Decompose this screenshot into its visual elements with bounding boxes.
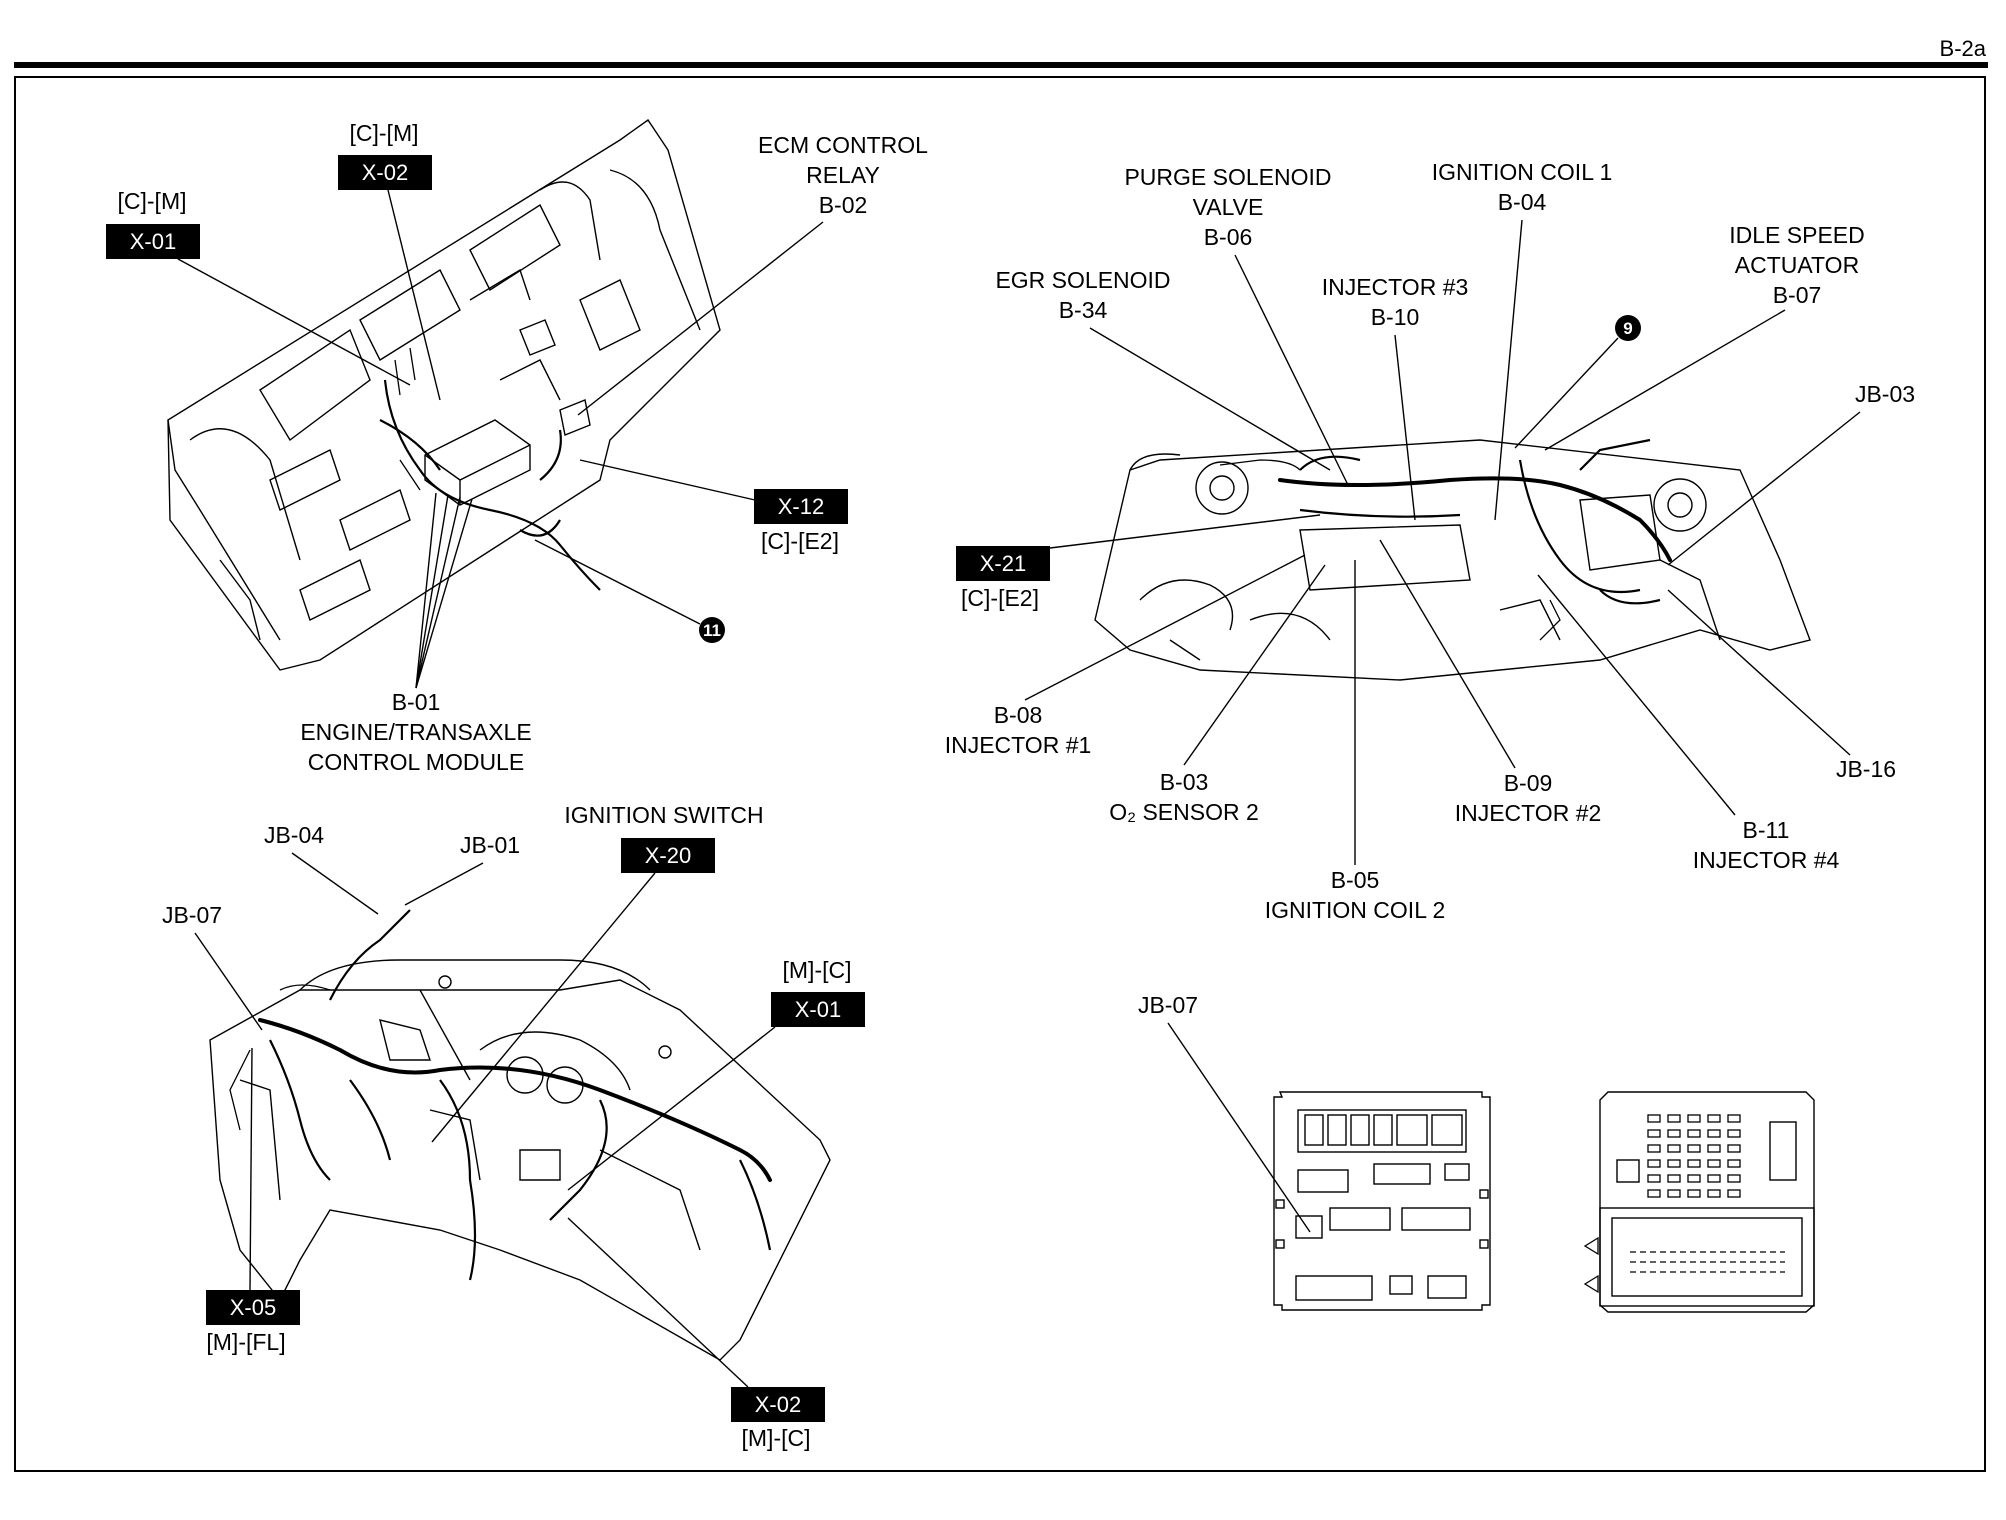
top-rule bbox=[14, 62, 1988, 68]
ecm-module-code: B-01 bbox=[392, 689, 441, 715]
injector4-name: INJECTOR #4 bbox=[1693, 847, 1840, 873]
leader-jb04 bbox=[291, 852, 379, 915]
engine-ground-marker: 9 bbox=[1615, 315, 1641, 341]
egr-solenoid-code: B-34 bbox=[1059, 297, 1108, 323]
leader-coil1 bbox=[1494, 219, 1523, 521]
injector4-code: B-11 bbox=[1743, 817, 1790, 843]
dash-x01-location: [M]-[C] bbox=[783, 957, 852, 983]
dash-x20-tag: X-20 bbox=[621, 838, 715, 873]
ecm-x12-location: [C]-[E2] bbox=[761, 528, 839, 554]
leader-junction-block bbox=[1167, 1022, 1311, 1233]
jb16-label: JB-16 bbox=[1836, 756, 1896, 782]
dash-x20-tag-text: X-20 bbox=[645, 843, 691, 868]
egr-solenoid-name: EGR SOLENOID bbox=[995, 267, 1170, 293]
leader-ecm-x02 bbox=[387, 189, 441, 401]
o2-sensor-name: O₂ SENSOR 2 bbox=[1109, 799, 1259, 825]
page-number: B-2a bbox=[1939, 36, 1986, 61]
idle-actuator-code: B-07 bbox=[1773, 282, 1822, 308]
dash-x01-tag: X-01 bbox=[771, 992, 865, 1027]
leader-dash-x20 bbox=[431, 872, 656, 1143]
ignition-switch-name: IGNITION SWITCH bbox=[564, 802, 763, 828]
dash-x02-tag: X-02 bbox=[731, 1387, 825, 1422]
leader-dash-x02 bbox=[567, 1217, 749, 1388]
o2-sensor-code: B-03 bbox=[1160, 769, 1209, 795]
injector3-name: INJECTOR #3 bbox=[1322, 274, 1469, 300]
coil1-name: IGNITION COIL 1 bbox=[1432, 159, 1613, 185]
junction-block-rear-view bbox=[1583, 1091, 1815, 1313]
ecm-x01-tag-text: X-01 bbox=[130, 229, 176, 254]
junction-block-label: JB-07 bbox=[1138, 992, 1198, 1018]
ecm-panel-illustration bbox=[167, 119, 721, 671]
leader-jb07-dash bbox=[194, 932, 263, 1031]
engine-x21-location: [C]-[E2] bbox=[961, 585, 1039, 611]
jb07-dash-label: JB-07 bbox=[162, 902, 222, 928]
leader-idle-actuator bbox=[1544, 309, 1786, 451]
ecm-x01-location: [C]-[M] bbox=[118, 188, 187, 214]
engine-x21-tag: X-21 bbox=[956, 546, 1050, 581]
junction-block-front-view bbox=[1273, 1091, 1491, 1311]
idle-actuator-name-line2: ACTUATOR bbox=[1735, 252, 1859, 278]
engine-bay-illustration bbox=[1094, 438, 1811, 681]
purge-valve-name-line1: PURGE SOLENOID bbox=[1124, 164, 1331, 190]
leader-egr-solenoid bbox=[1089, 327, 1331, 471]
ecm-x12-tag-text: X-12 bbox=[778, 494, 824, 519]
ecm-x12-tag: X-12 bbox=[754, 489, 848, 524]
leader-jb03 bbox=[1667, 411, 1861, 566]
coil2-code: B-05 bbox=[1331, 867, 1380, 893]
idle-actuator-name-line1: IDLE SPEED bbox=[1729, 222, 1865, 248]
coil2-name: IGNITION COIL 2 bbox=[1265, 897, 1446, 923]
engine-x21-tag-text: X-21 bbox=[980, 551, 1026, 576]
dash-x02-tag-text: X-02 bbox=[755, 1392, 801, 1417]
leader-injector4 bbox=[1537, 574, 1736, 816]
leader-injector3 bbox=[1394, 334, 1416, 521]
leader-engine-x21 bbox=[1049, 514, 1321, 549]
dash-x05-tag-text: X-05 bbox=[230, 1295, 276, 1320]
leader-ecm-relay bbox=[577, 221, 824, 416]
leader-ecm-x12 bbox=[579, 459, 756, 501]
leader-ecm-module bbox=[415, 492, 473, 689]
leader-ecm-ground bbox=[534, 539, 701, 625]
leader-dash-x05 bbox=[249, 1047, 253, 1291]
ecm-ground-marker: 11 bbox=[699, 617, 725, 643]
jb03-label: JB-03 bbox=[1855, 381, 1915, 407]
leader-injector2 bbox=[1379, 539, 1516, 769]
leader-o2-sensor bbox=[1183, 564, 1326, 766]
leader-purge-valve bbox=[1234, 254, 1349, 486]
leader-injector1 bbox=[1024, 554, 1306, 701]
injector1-name: INJECTOR #1 bbox=[945, 732, 1092, 758]
purge-valve-name-line2: VALVE bbox=[1193, 194, 1264, 220]
injector3-code: B-10 bbox=[1371, 304, 1420, 330]
injector1-code: B-08 bbox=[994, 702, 1043, 728]
leader-dash-x01 bbox=[567, 1026, 776, 1191]
ecm-x02-location: [C]-[M] bbox=[350, 120, 419, 146]
ecm-ground-marker-text: 11 bbox=[703, 621, 721, 640]
leader-ecm-x01 bbox=[177, 258, 411, 386]
leader-jb16 bbox=[1667, 589, 1851, 756]
injector2-code: B-09 bbox=[1504, 770, 1553, 796]
jb04-label: JB-04 bbox=[264, 822, 324, 848]
engine-ground-marker-text: 9 bbox=[1623, 319, 1632, 338]
figure-frame bbox=[14, 76, 1986, 1472]
dash-x05-location: [M]-[FL] bbox=[206, 1329, 285, 1355]
ecm-module-name-line2: CONTROL MODULE bbox=[308, 749, 524, 775]
purge-valve-code: B-06 bbox=[1204, 224, 1253, 250]
coil1-code: B-04 bbox=[1498, 189, 1547, 215]
dash-x02-location: [M]-[C] bbox=[742, 1425, 811, 1451]
ecm-x02-tag-text: X-02 bbox=[362, 160, 408, 185]
leader-jb01 bbox=[404, 862, 484, 906]
dash-x01-tag-text: X-01 bbox=[795, 997, 841, 1022]
ecm-module-name-line1: ENGINE/TRANSAXLE bbox=[300, 719, 531, 745]
ecm-relay-name-line1: ECM CONTROL bbox=[758, 132, 928, 158]
leader-engine-ground bbox=[1514, 337, 1619, 449]
dash-x05-tag: X-05 bbox=[206, 1290, 300, 1325]
ecm-x02-tag: X-02 bbox=[338, 155, 432, 190]
jb01-label: JB-01 bbox=[460, 832, 520, 858]
injector2-name: INJECTOR #2 bbox=[1455, 800, 1602, 826]
ecm-x01-tag: X-01 bbox=[106, 224, 200, 259]
instrument-panel-illustration bbox=[209, 909, 831, 1361]
ecm-relay-code: B-02 bbox=[819, 192, 868, 218]
ecm-relay-name-line2: RELAY bbox=[806, 162, 880, 188]
